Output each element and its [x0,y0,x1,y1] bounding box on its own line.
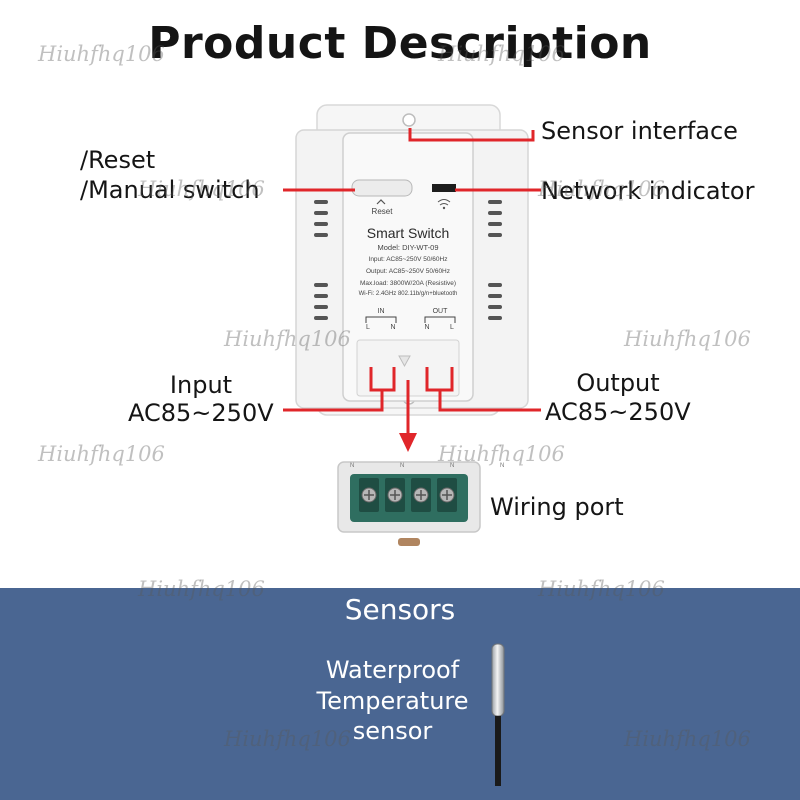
device-input-spec: Input: AC85~250V 50/60Hz [368,256,448,263]
watermark: Hiuhfhq106 [138,177,265,201]
reset-arrow-icon [376,199,386,205]
device-wifi-spec: Wi-Fi: 2.4GHz 802.11b/g/n+bluetooth [358,291,458,297]
sensors-panel [0,588,800,800]
pointer-lines [283,128,541,435]
vents-right [488,200,502,320]
wifi-icon [437,199,451,206]
device-out-label: OUT [432,308,448,315]
output-label-line2: AC85~250V [545,398,691,426]
network-indicator-led [432,184,456,192]
device-name: Smart Switch [366,225,450,241]
mounting-hole-top [402,113,416,127]
wiring-port-label: Wiring port [490,493,624,521]
network-indicator-label: Network indicator [541,177,755,205]
sensor-description-line3: sensor [352,717,433,746]
temperature-sensor-probe [491,643,505,786]
watermark: Hiuhfhq106 [138,577,265,601]
pointer-sensor-interface [408,128,535,142]
watermark: Hiuhfhq106 [538,177,665,201]
page-title: Product Description [148,18,652,69]
wiring-port-tab [398,538,420,546]
wiring-arrow-icon [399,433,417,452]
watermark: Hiuhfhq106 [538,577,665,601]
device-out-n: N [424,324,430,331]
pointer-input [283,390,384,412]
in-bracket [365,316,397,323]
device-in-label: IN [377,308,385,315]
sensors-title: Sensors [344,593,456,626]
wiring-port-markings: N N N N [350,463,527,469]
reset-label-line1: /Reset [80,146,156,174]
watermark: Hiuhfhq106 [224,727,351,751]
sensor-interface-label: Sensor interface [541,117,738,145]
reset-button [351,179,413,197]
device-in-n: N [390,324,396,331]
watermark: Hiuhfhq106 [438,442,565,466]
input-label-line1: Input [169,371,233,399]
sensor-description-line1: Waterproof [325,656,460,684]
device-max-load: Max.load: 3800W/20A (Resistive) [359,280,457,287]
sensor-description-line2: Temperature [316,686,469,715]
device-reset-label: Reset [371,207,393,216]
watermark: Hiuhfhq106 [224,327,351,351]
pointer-output [438,390,541,412]
output-label-line1: Output [576,369,660,397]
device-model: Model: DIY-WT-09 [377,243,439,252]
terminal-screws [359,478,457,512]
watermark: Hiuhfhq106 [624,727,751,751]
watermark: Hiuhfhq106 [438,42,565,66]
vents-left [314,200,328,320]
watermark: Hiuhfhq106 [624,327,751,351]
input-label-line2: AC85~250V [128,399,274,427]
device-in-l: L [366,324,370,331]
reset-label-line2: /Manual switch [80,176,260,204]
device-output-spec: Output: AC85~250V 50/60Hz [365,268,451,275]
out-bracket [424,316,456,323]
device-out-l: L [450,324,454,331]
watermark: Hiuhfhq106 [38,42,165,66]
cover-arrow-icon [398,355,411,368]
sensor-description: Waterproof Temperature sensor [300,655,485,747]
watermark: Hiuhfhq106 [38,442,165,466]
